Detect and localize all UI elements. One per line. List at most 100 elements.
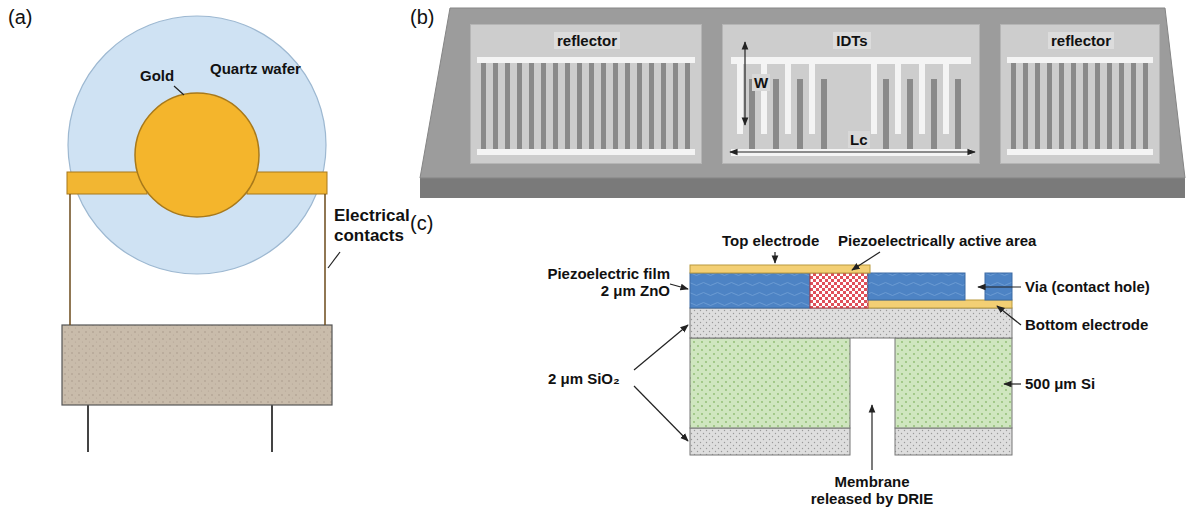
finger xyxy=(1023,63,1028,149)
part-label: Membrane released by DRIE xyxy=(802,473,942,508)
holder-base xyxy=(62,325,332,405)
finger xyxy=(661,63,666,149)
finger xyxy=(1035,63,1040,149)
finger xyxy=(809,64,815,134)
cross-section xyxy=(690,265,1012,455)
leader-line xyxy=(978,286,1021,287)
finger xyxy=(785,64,791,134)
active-area xyxy=(810,273,868,308)
finger xyxy=(931,79,937,149)
oxide-top xyxy=(690,308,1012,338)
finger xyxy=(797,79,803,149)
wire xyxy=(69,194,71,325)
finger xyxy=(883,79,889,149)
wire xyxy=(324,194,326,325)
bus-bar xyxy=(1007,57,1153,63)
zno-film xyxy=(690,273,810,308)
silicon xyxy=(895,338,1012,428)
finger xyxy=(1059,63,1064,149)
finger xyxy=(517,63,522,149)
part-label: Electrical contacts xyxy=(334,206,422,245)
finger xyxy=(481,63,486,149)
node-label: reflector xyxy=(1048,32,1114,49)
leader-line xyxy=(174,86,184,95)
finger xyxy=(1071,63,1076,149)
bus-bar xyxy=(731,57,971,64)
finger xyxy=(625,63,630,149)
finger xyxy=(1047,63,1052,149)
bus-bar xyxy=(1007,149,1153,155)
finger xyxy=(919,64,925,134)
part-label: Bottom electrode xyxy=(1025,316,1148,333)
finger xyxy=(907,79,913,149)
finger xyxy=(601,63,606,149)
finger xyxy=(685,63,690,149)
bottom-electrode xyxy=(865,300,1012,308)
part-label: Top electrode xyxy=(722,232,819,249)
panel-letter: (c) xyxy=(410,212,433,235)
substrate-top xyxy=(420,8,1185,178)
reflector-region: reflector xyxy=(1000,24,1160,164)
finger xyxy=(955,79,961,149)
finger xyxy=(1011,63,1016,149)
leaders xyxy=(174,42,1021,470)
wafer-outline xyxy=(67,15,327,275)
finger xyxy=(529,63,534,149)
gold-disc xyxy=(135,93,259,217)
finger xyxy=(1119,63,1124,149)
finger xyxy=(637,63,642,149)
leader-line xyxy=(670,284,688,289)
panel-letter: (b) xyxy=(410,6,434,29)
oxide-bottom xyxy=(895,428,1012,455)
bus-bar xyxy=(731,149,971,156)
finger xyxy=(773,79,779,149)
top-electrode xyxy=(690,265,870,273)
part-label: Via (contact hole) xyxy=(1025,278,1150,295)
finger xyxy=(737,64,743,134)
part-label: Piezoelectric film 2 μm ZnO xyxy=(538,265,670,300)
leader-line xyxy=(634,386,688,441)
finger xyxy=(541,63,546,149)
silicon xyxy=(690,338,850,428)
pin xyxy=(271,405,273,452)
part-label: Lc xyxy=(848,131,870,148)
leader-line xyxy=(328,252,340,268)
holder xyxy=(62,325,332,452)
finger xyxy=(589,63,594,149)
zno-film xyxy=(868,273,965,300)
leader-line xyxy=(852,252,880,270)
leader-line xyxy=(774,252,775,263)
finger xyxy=(577,63,582,149)
gold-tab xyxy=(67,172,147,194)
bus-bar xyxy=(477,57,695,63)
part-label: Gold xyxy=(140,67,174,84)
wafer-disc xyxy=(68,16,326,274)
leader-line xyxy=(871,405,872,470)
finger xyxy=(871,64,877,134)
part-label: Piezoelectrically active area xyxy=(838,232,1036,249)
saw-substrate xyxy=(420,8,1185,198)
finger xyxy=(613,63,618,149)
leader-line xyxy=(1004,383,1021,384)
leader-line xyxy=(997,306,1021,325)
part-label: 500 μm Si xyxy=(1025,375,1095,392)
finger xyxy=(1083,63,1088,149)
part-label: W xyxy=(752,74,770,91)
oxide-bottom xyxy=(690,428,850,455)
gold-tab xyxy=(247,172,327,194)
finger xyxy=(943,64,949,134)
node-label: Quartz wafer xyxy=(207,60,304,77)
finger xyxy=(553,63,558,149)
bus-bar xyxy=(477,149,695,155)
finger xyxy=(821,79,827,149)
finger xyxy=(505,63,510,149)
dimension-arrow xyxy=(730,151,975,152)
finger xyxy=(493,63,498,149)
finger xyxy=(1131,63,1136,149)
finger xyxy=(649,63,654,149)
zno-film xyxy=(985,273,1012,300)
dimension-arrow xyxy=(744,42,745,125)
finger xyxy=(1143,63,1148,149)
part-label: 2 μm SiO₂ xyxy=(548,370,620,387)
